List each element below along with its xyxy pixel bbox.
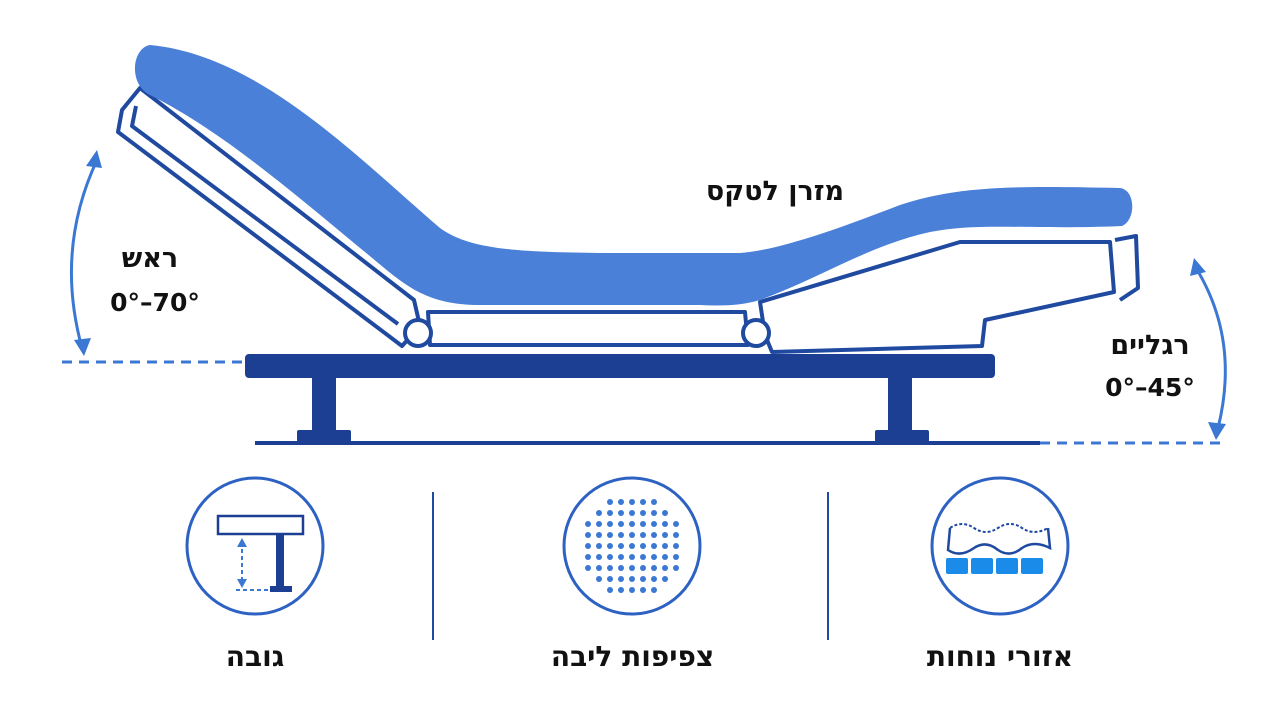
- density-dot: [607, 532, 613, 538]
- density-dot: [629, 565, 635, 571]
- density-dot: [662, 554, 668, 560]
- density-dot: [651, 532, 657, 538]
- density-dot: [662, 576, 668, 582]
- density-dot: [618, 543, 624, 549]
- density-dot: [640, 543, 646, 549]
- feet-angle-arrowhead-bottom: [1208, 422, 1226, 440]
- density-dot: [640, 521, 646, 527]
- bed-height-icon: [185, 476, 325, 616]
- density-dot: [596, 532, 602, 538]
- density-dot: [596, 565, 602, 571]
- bed-foot-left: [297, 430, 351, 442]
- density-dot: [607, 521, 613, 527]
- density-dot: [596, 554, 602, 560]
- density-dot: [618, 565, 624, 571]
- density-dot: [607, 499, 613, 505]
- head-angle-arc: [69, 159, 99, 349]
- core-density-icon: [562, 476, 702, 616]
- density-dot: [629, 510, 635, 516]
- density-dot: [618, 554, 624, 560]
- density-dot: [596, 576, 602, 582]
- density-dot: [651, 499, 657, 505]
- bed-leg-left: [312, 376, 336, 434]
- density-dot: [629, 532, 635, 538]
- foot-frame-section: [1114, 234, 1140, 302]
- density-dot: [640, 587, 646, 593]
- density-dot: [629, 543, 635, 549]
- density-dot: [607, 554, 613, 560]
- density-dot: [640, 554, 646, 560]
- feet-angle-arc: [1194, 267, 1227, 429]
- density-dot: [673, 554, 679, 560]
- head-frame-inner: [130, 105, 400, 326]
- density-dot: [618, 510, 624, 516]
- bed-foot-right: [875, 430, 929, 442]
- density-dot: [607, 587, 613, 593]
- density-dot: [651, 521, 657, 527]
- hinge-left: [403, 318, 433, 348]
- density-dot: [585, 532, 591, 538]
- density-dot: [651, 510, 657, 516]
- density-dot: [596, 543, 602, 549]
- feet-range-label: 0°–45°: [1105, 373, 1195, 402]
- density-dot: [662, 532, 668, 538]
- density-dot: [629, 576, 635, 582]
- latex-mattress: [134, 45, 1133, 306]
- density-dot: [640, 532, 646, 538]
- density-dot: [662, 543, 668, 549]
- density-dot: [618, 532, 624, 538]
- density-dot: [662, 510, 668, 516]
- density-dot: [673, 565, 679, 571]
- feature-label-height: גובה: [225, 640, 285, 673]
- bed-base-platform: [245, 354, 995, 378]
- density-dot: [651, 543, 657, 549]
- density-dot: [640, 565, 646, 571]
- density-dot: [651, 587, 657, 593]
- density-dot: [640, 510, 646, 516]
- density-dot: [596, 521, 602, 527]
- density-dot: [629, 554, 635, 560]
- head-range-label: 0°–70°: [110, 288, 200, 317]
- hinge-right: [741, 318, 771, 348]
- density-dot: [618, 521, 624, 527]
- density-dot: [596, 510, 602, 516]
- feature-label-core-density: צפיפות ליבה: [550, 640, 715, 673]
- density-dot: [629, 499, 635, 505]
- density-dot: [673, 532, 679, 538]
- density-dot: [607, 510, 613, 516]
- density-dot: [607, 543, 613, 549]
- density-dot: [629, 521, 635, 527]
- head-label: ראש: [121, 243, 179, 274]
- density-dot: [640, 576, 646, 582]
- feet-angle-arrowhead-top: [1190, 258, 1206, 276]
- mattress-label: מזרן לטקס: [705, 176, 845, 207]
- density-dot: [651, 565, 657, 571]
- density-dot: [673, 521, 679, 527]
- feature-label-comfort-zones: אזורי נוחות: [926, 640, 1074, 673]
- density-dot: [662, 521, 668, 527]
- density-dot: [673, 543, 679, 549]
- feet-label: רגליים: [1110, 330, 1190, 361]
- density-dot: [585, 521, 591, 527]
- density-dot: [651, 554, 657, 560]
- density-dot: [585, 543, 591, 549]
- bed-leg-right: [888, 376, 912, 434]
- head-angle-arrowhead-bottom: [74, 338, 91, 356]
- density-dot: [607, 576, 613, 582]
- head-frame-section: [116, 86, 422, 348]
- seat-frame-section: [426, 310, 750, 347]
- density-dot: [618, 587, 624, 593]
- density-dot: [651, 576, 657, 582]
- density-dot: [618, 576, 624, 582]
- density-dot: [585, 565, 591, 571]
- density-dot: [629, 587, 635, 593]
- density-dot: [585, 554, 591, 560]
- density-dot: [607, 565, 613, 571]
- density-dot: [640, 499, 646, 505]
- density-dot: [662, 565, 668, 571]
- density-dot: [618, 499, 624, 505]
- head-angle-arrowhead-top: [86, 150, 102, 168]
- comfort-zones-icon: [930, 476, 1070, 616]
